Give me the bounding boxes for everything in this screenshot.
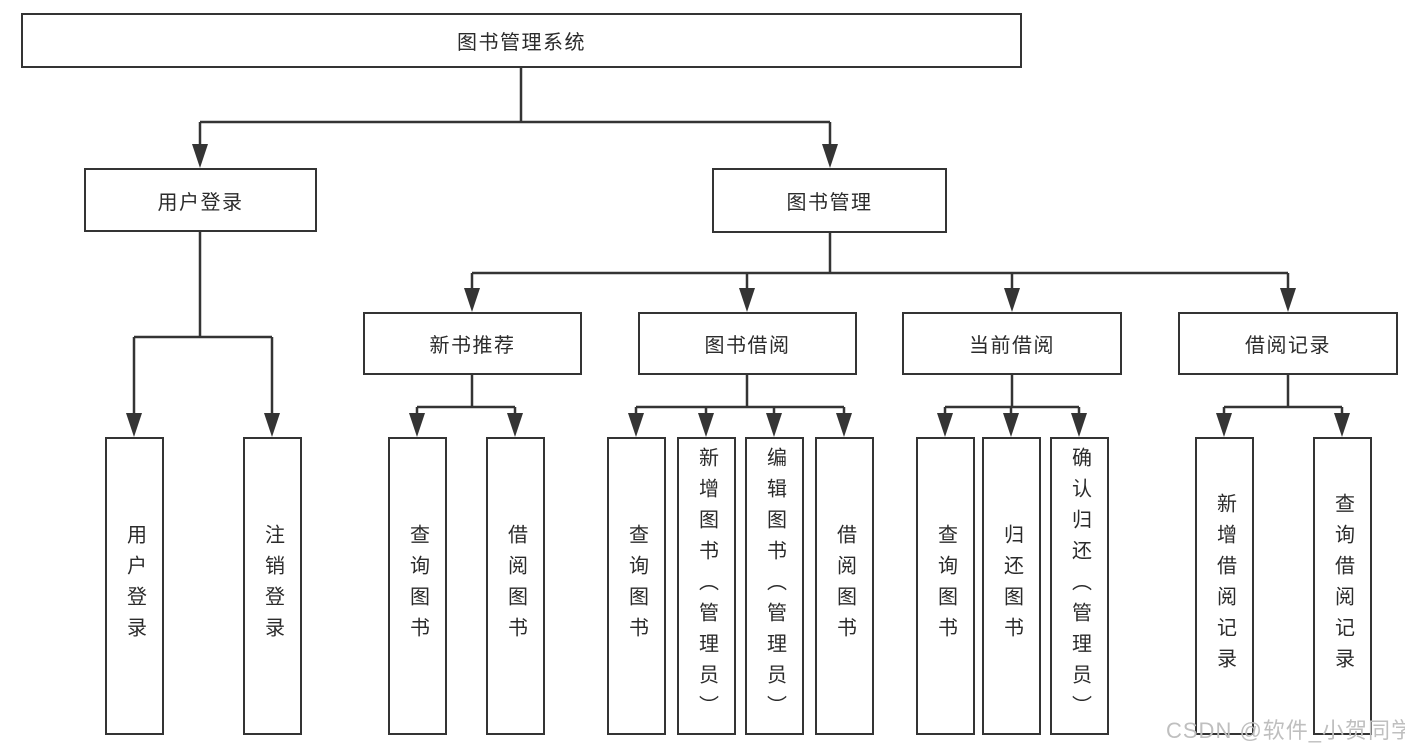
node-book-borrow: 图书借阅 (638, 312, 857, 375)
node-leaf-query-book-1-label: 查询图书 (406, 524, 429, 648)
node-borrow-record-label: 借阅记录 (1245, 335, 1331, 357)
arrowhead-icon (698, 413, 714, 437)
arrowhead-icon (192, 144, 208, 168)
node-leaf-return-book-label: 归还图书 (1000, 524, 1023, 648)
node-leaf-query-borrow-record-label: 查询借阅记录 (1331, 493, 1354, 679)
node-book-mgmt: 图书管理 (712, 168, 947, 233)
node-leaf-edit-book-label: 编辑图书（管理员） (763, 446, 786, 726)
node-leaf-user-login-label: 用户登录 (123, 524, 146, 648)
arrowhead-icon (1004, 288, 1020, 312)
node-leaf-query-book-3-label: 查询图书 (934, 524, 957, 648)
node-leaf-add-book-label: 新增图书（管理员） (695, 446, 718, 726)
node-leaf-edit-book: 编辑图书（管理员） (745, 437, 804, 735)
arrowhead-icon (126, 413, 142, 437)
node-leaf-return-book: 归还图书 (982, 437, 1041, 735)
connector-path (132, 68, 1344, 418)
arrowhead-icon (628, 413, 644, 437)
arrowhead-icon (409, 413, 425, 437)
arrowhead-icon (1216, 413, 1232, 437)
node-root: 图书管理系统 (21, 13, 1022, 68)
node-leaf-borrow-book-2: 借阅图书 (815, 437, 874, 735)
arrowhead-icon (1003, 413, 1019, 437)
node-leaf-user-login: 用户登录 (105, 437, 164, 735)
arrowhead-icon (937, 413, 953, 437)
node-leaf-confirm-return: 确认归还（管理员） (1050, 437, 1109, 735)
node-new-book-rec: 新书推荐 (363, 312, 582, 375)
node-leaf-borrow-book-1-label: 借阅图书 (504, 524, 527, 648)
arrowhead-icon (507, 413, 523, 437)
node-leaf-add-borrow-record: 新增借阅记录 (1195, 437, 1254, 735)
arrowhead-icon (264, 413, 280, 437)
arrowhead-icon (464, 288, 480, 312)
node-leaf-query-book-2-label: 查询图书 (625, 524, 648, 648)
node-root-label: 图书管理系统 (457, 32, 586, 54)
node-user-login: 用户登录 (84, 168, 317, 232)
node-borrow-record: 借阅记录 (1178, 312, 1398, 375)
node-leaf-borrow-book-1: 借阅图书 (486, 437, 545, 735)
node-book-mgmt-label: 图书管理 (786, 192, 873, 214)
node-user-login-label: 用户登录 (157, 191, 244, 214)
arrowhead-icon (1334, 413, 1350, 437)
node-leaf-query-book-1: 查询图书 (388, 437, 447, 735)
node-leaf-query-book-3: 查询图书 (916, 437, 975, 735)
node-leaf-confirm-return-label: 确认归还（管理员） (1068, 446, 1091, 726)
node-current-borrow: 当前借阅 (902, 312, 1122, 375)
node-new-book-rec-label: 新书推荐 (429, 335, 516, 357)
node-leaf-logout-label: 注销登录 (261, 524, 284, 648)
node-current-borrow-label: 当前借阅 (969, 335, 1055, 357)
arrowhead-icon (836, 413, 852, 437)
node-leaf-logout: 注销登录 (243, 437, 302, 735)
arrowhead-icon (766, 413, 782, 437)
node-leaf-query-book-2: 查询图书 (607, 437, 666, 735)
node-book-borrow-label: 图书借阅 (704, 335, 791, 357)
node-leaf-query-borrow-record: 查询借阅记录 (1313, 437, 1372, 735)
node-leaf-add-borrow-record-label: 新增借阅记录 (1213, 493, 1236, 679)
arrowhead-icon (822, 144, 838, 168)
arrowhead-icon (1071, 413, 1087, 437)
node-leaf-borrow-book-2-label: 借阅图书 (833, 524, 856, 648)
node-leaf-add-book: 新增图书（管理员） (677, 437, 736, 735)
arrowhead-icon (739, 288, 755, 312)
arrowhead-icon (1280, 288, 1296, 312)
